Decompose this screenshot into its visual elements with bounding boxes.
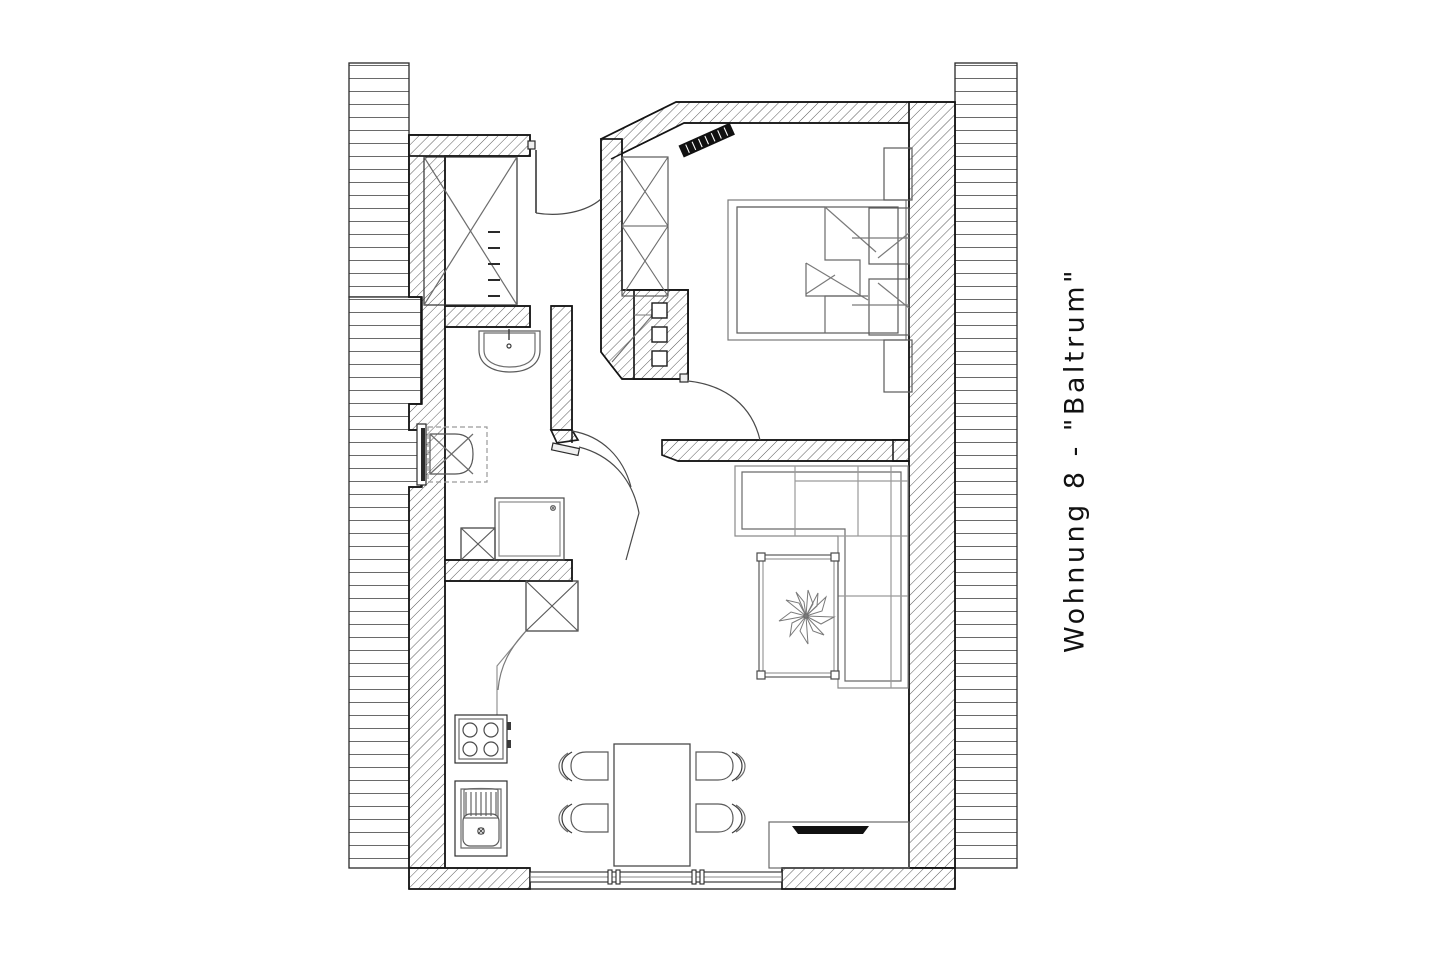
fixture-nightstand-lower bbox=[852, 278, 910, 336]
fixture-dining-table bbox=[613, 743, 691, 867]
neighbour-unit-right bbox=[954, 62, 1018, 869]
fixture-built-in-wardrobe-hall bbox=[611, 156, 669, 363]
opening-door-entry-closet bbox=[527, 140, 602, 215]
fixture-potted-plant bbox=[778, 589, 836, 645]
fixture-cooktop bbox=[454, 714, 511, 764]
opening-window-south bbox=[529, 869, 783, 885]
fixture-wardrobe-bedroom bbox=[883, 147, 913, 393]
fixture-nightstand-upper bbox=[852, 207, 910, 265]
opening-door-bedroom bbox=[679, 373, 761, 441]
fixture-washbasin bbox=[478, 329, 541, 373]
fixture-sofa bbox=[734, 465, 909, 689]
fixture-toilet bbox=[416, 423, 488, 486]
fixture-coffee-table bbox=[756, 552, 840, 680]
fixture-wall-niche-shelves bbox=[651, 302, 668, 367]
fixture-kitchen-sink bbox=[454, 780, 508, 857]
fixture-bed bbox=[727, 199, 907, 341]
fixture-radiator-bedroom bbox=[678, 122, 735, 158]
fixture-bathroom-cabinet bbox=[460, 527, 496, 561]
fixture-wardrobe-entry-closet bbox=[423, 156, 518, 306]
opening-door-bathroom bbox=[550, 430, 640, 561]
opening-door-kitchen bbox=[497, 630, 527, 691]
fixture-media-unit bbox=[768, 821, 910, 869]
fixture-dining-chairs bbox=[558, 751, 746, 834]
